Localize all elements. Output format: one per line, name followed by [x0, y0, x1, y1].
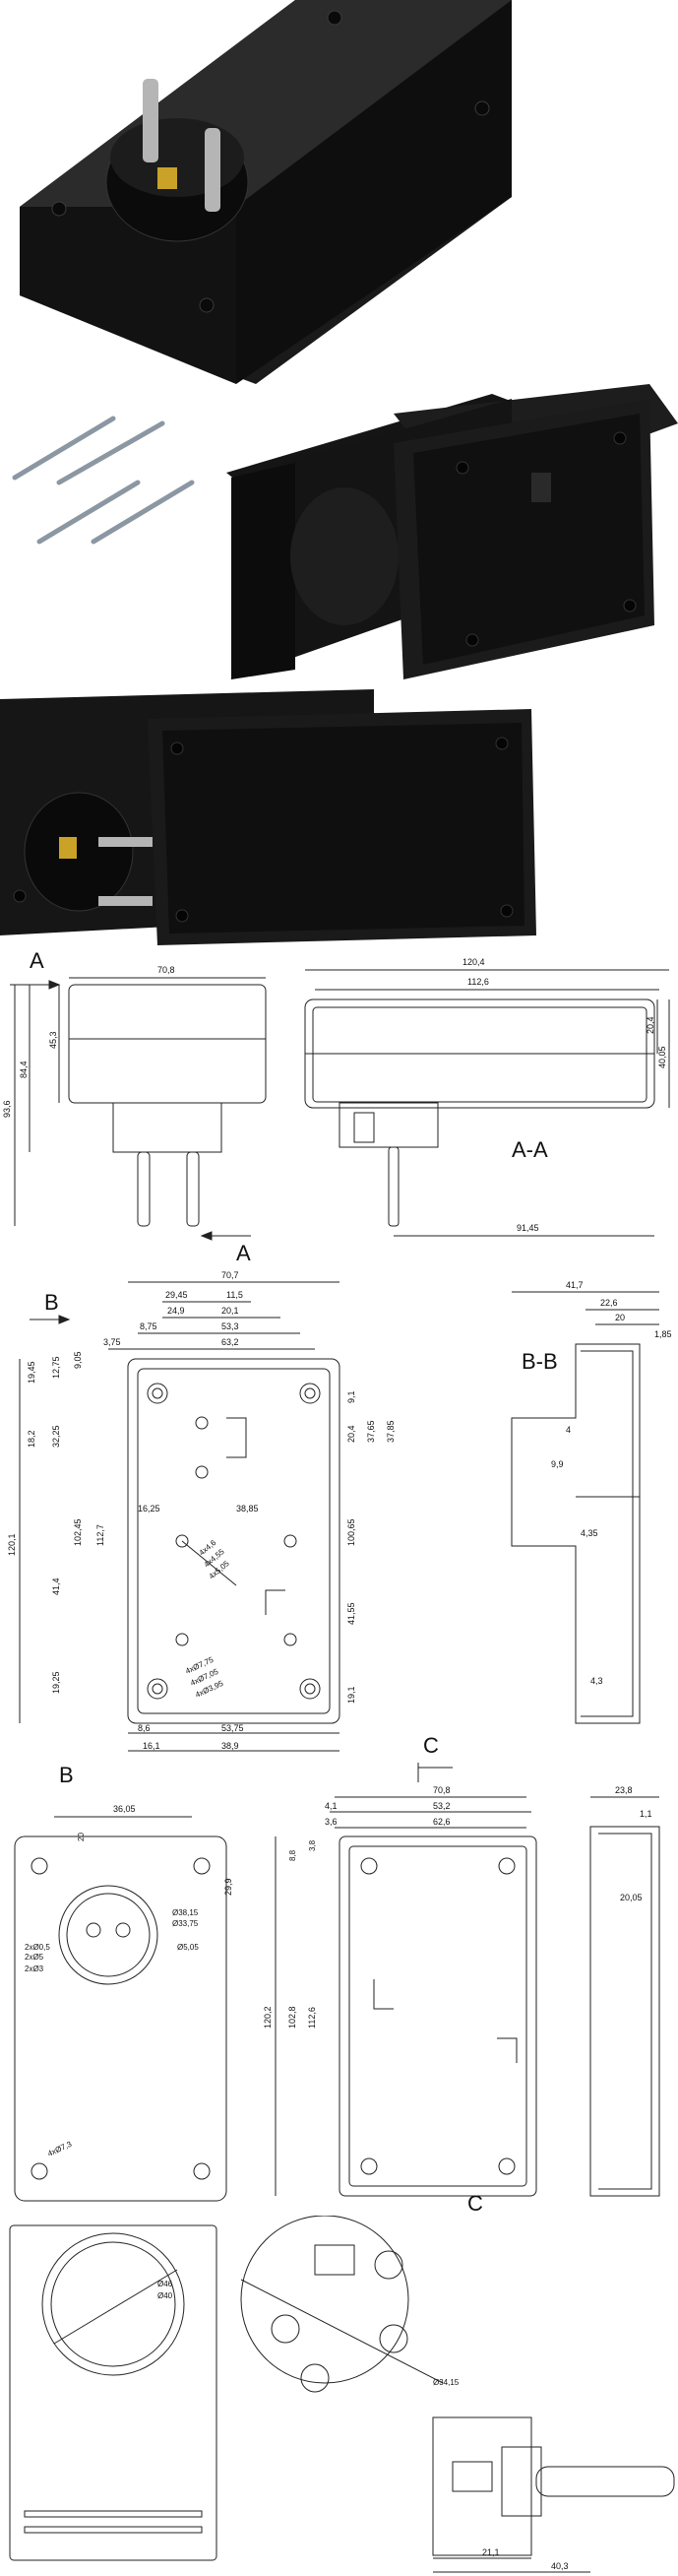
dim-2x5: 2xØ5 — [25, 1953, 44, 1962]
dim-s-9-9: 9,9 — [551, 1459, 564, 1469]
dim-12-75: 12,75 — [51, 1356, 61, 1379]
section-label-a-a: A-A — [512, 1137, 548, 1162]
dim-s-4-3: 4,3 — [590, 1676, 603, 1686]
dim-112-7: 112,7 — [95, 1524, 105, 1546]
dim-102-45: 102,45 — [73, 1518, 83, 1546]
dim-102-8: 102,8 — [287, 2006, 297, 2029]
dim-37-65: 37,65 — [366, 1420, 376, 1443]
dim-120-2: 120,2 — [263, 2006, 273, 2029]
dim-8-6: 8,6 — [138, 1723, 151, 1733]
view-label-a-bottom: A — [236, 1241, 251, 1265]
dim-70-8: 70,8 — [157, 965, 175, 975]
dim-1-1: 1,1 — [640, 1809, 652, 1819]
dim-62-6: 62,6 — [433, 1817, 451, 1827]
dim-d-40: Ø40 — [157, 2291, 173, 2300]
dim-4x7-3: 4xØ7,3 — [46, 2140, 74, 2158]
view-label-a-top: A — [30, 948, 44, 973]
dim-8-8: 8,8 — [288, 1849, 297, 1861]
dim-38-9: 38,9 — [221, 1741, 239, 1751]
dim-40-3: 40,3 — [551, 2561, 569, 2571]
dim-112-6: 112,6 — [467, 977, 489, 987]
photo-enclosure-two-halves — [0, 384, 678, 699]
dim-s-22-6: 22,6 — [600, 1298, 618, 1308]
dim-20-1: 20,1 — [221, 1306, 239, 1316]
view-label-c: C — [423, 1733, 439, 1758]
dim-lid-20: 20 — [77, 1833, 86, 1841]
dim-91-45: 91,45 — [517, 1223, 539, 1233]
dim-23-8: 23,8 — [615, 1785, 633, 1795]
dim-70-7: 70,7 — [221, 1270, 239, 1280]
dim-53-2: 53,2 — [433, 1801, 451, 1811]
dim-9-1: 9,1 — [346, 1390, 356, 1403]
dim-16-1: 16,1 — [143, 1741, 160, 1751]
dim-8-75: 8,75 — [140, 1321, 157, 1331]
dim-24-9: 24,9 — [167, 1306, 185, 1316]
dim-112-6: 112,6 — [307, 2007, 317, 2029]
photo-enclosure-with-plug — [0, 0, 678, 384]
dim-16-25: 16,25 — [138, 1504, 160, 1513]
view-label-c-lid: C — [467, 2191, 483, 2216]
dim-37-85: 37,85 — [386, 1420, 396, 1443]
view-label-b-top: B — [44, 1290, 59, 1315]
dim-40-05: 40,05 — [657, 1046, 667, 1068]
dim-d-38-15: Ø38,15 — [172, 1908, 199, 1917]
dim-s-20: 20 — [615, 1313, 625, 1322]
dim-20-05: 20,05 — [620, 1893, 643, 1902]
dim-s-1-85: 1,85 — [654, 1329, 672, 1339]
dim-20-4: 20,4 — [346, 1425, 356, 1443]
dim-100-65: 100,65 — [346, 1518, 356, 1546]
dim-20-4: 20,4 — [646, 1016, 655, 1034]
dim-18-2: 18,2 — [27, 1430, 36, 1448]
dim-19-1: 19,1 — [346, 1686, 356, 1704]
drawing-socket-details: Ø46 Ø40 Ø34,15 21,1 40,3 — [0, 2216, 678, 2576]
dim-4-1: 4,1 — [325, 1801, 338, 1811]
dim-3-6: 3,6 — [325, 1817, 338, 1827]
dim-s-4-35: 4,35 — [581, 1528, 598, 1538]
dim-2x0-5: 2xØ0,5 — [25, 1943, 50, 1952]
dim-19-45: 19,45 — [27, 1361, 36, 1384]
photo-enclosure-open-rear — [0, 689, 678, 955]
dim-2x3: 2xØ3 — [25, 1964, 44, 1973]
dim-d-46: Ø46 — [157, 2280, 173, 2288]
dim-s-41-7: 41,7 — [566, 1280, 584, 1290]
dim-3-8: 3,8 — [308, 1839, 317, 1851]
dim-29-9: 29,9 — [223, 1878, 233, 1896]
dim-s-4: 4 — [566, 1425, 571, 1435]
dim-19-25: 19,25 — [51, 1671, 61, 1694]
view-label-b-bottom: B — [59, 1763, 74, 1782]
dim-45-3: 45,3 — [48, 1031, 58, 1049]
dim-11-5: 11,5 — [226, 1290, 243, 1300]
dim-93-6: 93,6 — [2, 1100, 12, 1118]
dim-d-5-05: Ø5,05 — [177, 1943, 199, 1952]
dim-53-75: 53,75 — [221, 1723, 244, 1733]
dim-9-05: 9,05 — [73, 1351, 83, 1369]
section-label-b-b: B-B — [522, 1349, 558, 1374]
dim-32-25: 32,25 — [51, 1425, 61, 1448]
dim-63-2: 63,2 — [221, 1337, 239, 1347]
dim-41-4: 41,4 — [51, 1578, 61, 1595]
dim-lid-70-8: 70,8 — [433, 1785, 451, 1795]
dim-41-55: 41,55 — [346, 1602, 356, 1625]
dim-38-85: 38,85 — [236, 1504, 259, 1513]
dim-120-4: 120,4 — [462, 957, 485, 967]
dim-84-4: 84,4 — [19, 1061, 29, 1078]
dim-3-75: 3,75 — [103, 1337, 121, 1347]
dim-120-1: 120,1 — [7, 1533, 17, 1556]
drawing-lid-views: 36,05 29,9 20 Ø38,15 Ø33,75 Ø5,05 2xØ0,5… — [0, 1782, 678, 2216]
dim-d-33-75: Ø33,75 — [172, 1919, 199, 1928]
drawing-section-a-a: A 70,8 93,6 84,4 45,3 A 120,4 112,6 40,0… — [0, 940, 678, 1270]
dim-53-3: 53,3 — [221, 1321, 239, 1331]
dim-29-45: 29,45 — [165, 1290, 188, 1300]
dim-36-05: 36,05 — [113, 1804, 136, 1814]
dim-d-34-15: Ø34,15 — [433, 2378, 460, 2387]
dim-21-1: 21,1 — [482, 2547, 500, 2557]
drawing-section-b-b: B 70,7 29,45 11,5 24,9 20,1 8,75 53,3 3,… — [0, 1270, 678, 1782]
